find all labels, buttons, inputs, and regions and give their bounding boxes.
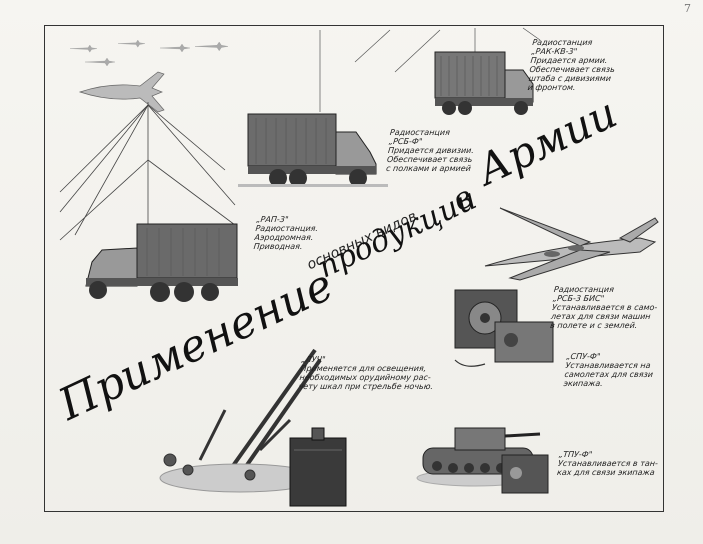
caption-rsb-f-line2: Обеспечивает связь	[386, 155, 473, 164]
caption-rsb-f-title: Радиостанция	[389, 128, 451, 137]
caption-rsb3bis: Радиостанция „РСБ-3 БИС" Устанавливается…	[550, 285, 665, 330]
caption-rak-kv3-line1: Придается армии.	[530, 56, 608, 65]
truck-rap3-icon	[85, 223, 238, 302]
caption-luch-line2: необходимых орудийному рас-	[299, 373, 432, 382]
caption-tpu-f: „ТПУ-Ф" Устанавливается в тан- ках для с…	[557, 450, 660, 477]
bomber-plane-icon	[78, 71, 165, 113]
tpu-f-device-icon	[501, 454, 549, 494]
caption-rsb-f: Радиостанция „РСБ-Ф" Придается дивизии. …	[386, 128, 491, 173]
caption-spu-f-name: „СПУ-Ф"	[565, 352, 601, 361]
caption-rak-kv3-line3: штаба с дивизиями	[528, 74, 612, 83]
caption-rak-kv3: Радиостанция „РАК-КВ-3" Придается армии.…	[527, 38, 653, 92]
caption-spu-f: „СПУ-Ф" Устанавливается на самолетах для…	[563, 352, 662, 388]
caption-rak-kv3-name: „РАК-КВ-3"	[530, 47, 578, 56]
caption-rsb3bis-line2: летах для связи машин	[550, 312, 652, 321]
caption-luch-name: „ЛУЧ"	[300, 355, 327, 364]
caption-tpu-f-line1: Устанавливается в тан-	[557, 459, 659, 468]
caption-rap3-line1: Радиостанция.	[255, 224, 319, 233]
truck-rak-kv3-icon	[434, 51, 534, 115]
anti-aircraft-gun-icon	[159, 348, 322, 493]
caption-spu-f-line1: Устанавливается на	[565, 361, 652, 370]
poster-frame	[44, 25, 664, 512]
caption-rap3-name: „РАП-3"	[255, 215, 290, 224]
luch-device-icon	[289, 427, 347, 507]
page-number: 7	[684, 2, 691, 15]
airliner-icon	[484, 207, 659, 281]
caption-tpu-f-name: „ТПУ-Ф"	[558, 450, 593, 459]
caption-luch: „ЛУЧ" Применяется для освещения, необход…	[298, 355, 452, 391]
caption-rsb-f-line3: с полками и армией	[385, 164, 472, 173]
caption-rak-kv3-line2: Обеспечивает связь	[529, 65, 616, 74]
caption-rsb3bis-line3: в полете и с землей.	[549, 321, 638, 330]
caption-rak-kv3-line4: и фронтом.	[527, 83, 577, 92]
caption-spu-f-line2: самолетах для связи	[564, 370, 654, 379]
caption-rsb3bis-title: Радиостанция	[553, 285, 615, 294]
truck-rsb-f-icon	[238, 113, 388, 187]
airplane-formation-icon	[69, 39, 229, 67]
caption-luch-line1: Применяется для освещения,	[300, 364, 427, 373]
caption-spu-f-line3: экипажа.	[563, 379, 604, 388]
caption-rap3-line3: Приводная.	[253, 242, 303, 251]
caption-tpu-f-line2: ках для связи экипажа	[556, 468, 656, 477]
caption-rsb-f-name: „РСБ-Ф"	[388, 137, 423, 146]
radio-rsb3bis-icon	[454, 289, 554, 367]
caption-rsb-f-line1: Придается дивизии.	[387, 146, 475, 155]
caption-luch-line3: чету шкал при стрельбе ночью.	[298, 382, 434, 391]
caption-rap3: „РАП-3" Радиостанция. Аэродромная. Приво…	[253, 215, 337, 251]
caption-rsb3bis-line1: Устанавливается в само-	[551, 303, 658, 312]
caption-rsb3bis-name: „РСБ-3 БИС"	[552, 294, 605, 303]
caption-rak-kv3-title: Радиостанция	[531, 38, 593, 47]
caption-rap3-line2: Аэродромная.	[254, 233, 314, 242]
antenna-mast-icon	[59, 102, 236, 241]
